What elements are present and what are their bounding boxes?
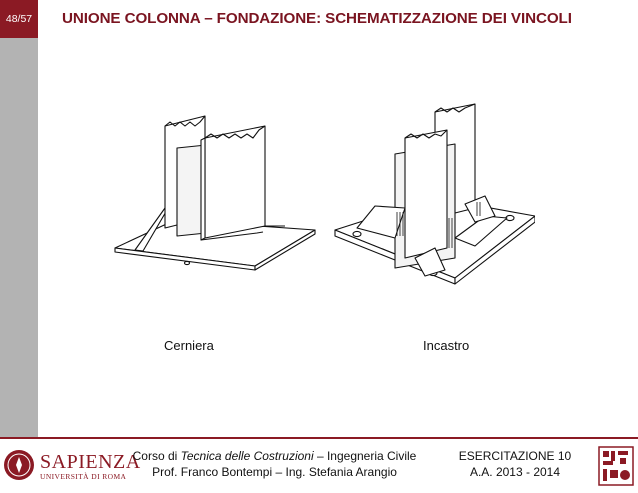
course-suffix: – Ingegneria Civile: [313, 449, 417, 463]
university-name: SAPIENZA: [40, 451, 141, 473]
column-base-illustration: [114, 103, 535, 285]
footer: [0, 439, 638, 493]
left-sidebar: [0, 0, 38, 493]
hinge-label: Cerniera: [164, 338, 214, 353]
page-number: 48/57: [0, 0, 38, 38]
exercise-number: ESERCITAZIONE 10: [458, 449, 572, 463]
course-info: Corso di Tecnica delle Costruzioni – Ing…: [132, 448, 417, 480]
slide-title: UNIONE COLONNA – FONDAZIONE: SCHEMATIZZA…: [62, 10, 572, 27]
fixed-label: Incastro: [423, 338, 470, 353]
course-prefix: Corso di: [132, 449, 181, 463]
professors: Prof. Franco Bontempi – Ing. Stefania Ar…: [152, 465, 397, 479]
university-subtitle: UNIVERSITÀ DI ROMA: [40, 472, 127, 481]
fixed-base-drawing: [334, 103, 535, 285]
academic-year: A.A. 2013 - 2014: [469, 465, 561, 479]
sapienza-seal-icon: [4, 450, 34, 480]
course-name: Tecnica delle Costruzioni: [180, 449, 314, 463]
exercise-info: ESERCITAZIONE 10 A.A. 2013 - 2014: [444, 448, 586, 480]
hinge-base-drawing: [114, 115, 316, 271]
department-logo-icon: [598, 446, 634, 486]
footer-divider: [0, 437, 638, 439]
